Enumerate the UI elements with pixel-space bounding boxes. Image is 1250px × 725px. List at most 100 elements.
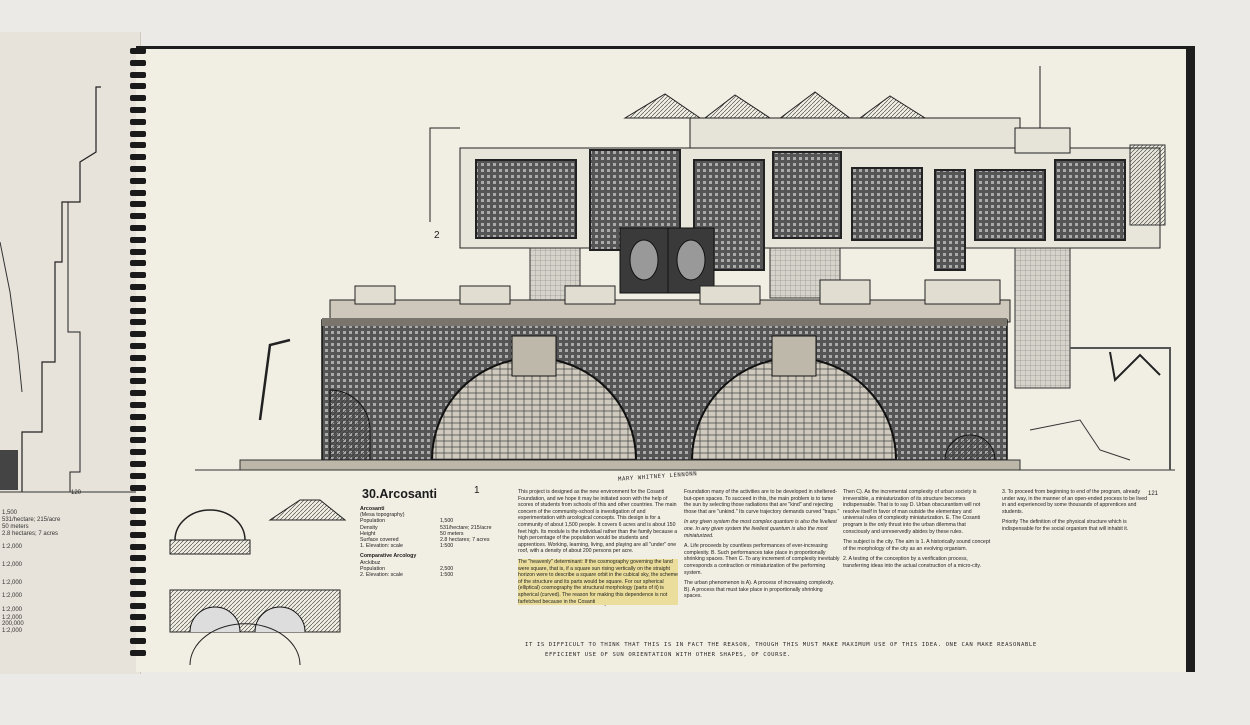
binding-ring xyxy=(130,472,146,479)
paragraph: In any given system the most complex qua… xyxy=(684,519,837,539)
left-value: 200,000 xyxy=(2,621,24,627)
left-value: 1:2,000 xyxy=(2,580,23,586)
binding-ring xyxy=(130,496,146,503)
left-page-number: 120 xyxy=(71,490,82,496)
binding-ring xyxy=(130,107,146,113)
binding-ring xyxy=(130,602,146,609)
binding-ring xyxy=(130,437,146,444)
binding-ring xyxy=(130,284,146,290)
handwritten-note-line-1: IT IS DIFFICULT TO THINK THAT THIS IS IN… xyxy=(525,642,1037,648)
text-column-3: Then C). As the incremental complexity o… xyxy=(843,489,993,574)
binding-ring xyxy=(130,449,146,456)
left-value: 1:2,000 xyxy=(2,562,23,568)
binding-ring xyxy=(130,213,146,220)
left-value: 2.8 hectares; 7 acres xyxy=(2,531,59,537)
binding-ring xyxy=(130,201,146,208)
plan-view xyxy=(429,66,1166,389)
paragraph: Foundation many of the activities are to… xyxy=(684,489,840,515)
binding-ring xyxy=(130,484,146,491)
binding-ring xyxy=(130,189,146,196)
binding-ring xyxy=(130,260,146,267)
text-column-4: 3. To proceed from beginning to end of t… xyxy=(1002,489,1147,537)
spiral-binding xyxy=(130,48,146,660)
left-value: 1:2,000 xyxy=(2,607,23,613)
binding-ring xyxy=(130,71,146,78)
binding-ring xyxy=(130,366,146,373)
spec-comparative-heading: Comparative Arcology xyxy=(360,553,417,560)
left-value: 1:2,000 xyxy=(2,615,23,621)
paragraph: This project is designed as the new envi… xyxy=(518,489,678,555)
left-page-tower-drawing xyxy=(0,86,140,493)
binding-ring xyxy=(130,579,146,585)
binding-ring xyxy=(130,83,146,90)
binding-ring xyxy=(130,295,146,302)
binding-ring xyxy=(130,567,146,574)
left-page: 1,500 531/hectare; 215/acre 50 meters 2.… xyxy=(0,32,141,674)
binding-ring xyxy=(130,520,146,526)
binding-ring xyxy=(130,177,146,184)
left-value: 1:2,000 xyxy=(2,544,23,550)
paragraph: 2. A testing of the conception by a veri… xyxy=(843,556,982,569)
binding-ring xyxy=(130,402,146,408)
binding-ring xyxy=(130,461,146,467)
text-column-2: Foundation many of the activities are to… xyxy=(684,489,840,604)
binding-ring xyxy=(130,555,146,562)
handwritten-note-line-2: EFFICIENT USE OF SUN ORIENTATION WITH OT… xyxy=(545,652,791,658)
binding-ring xyxy=(130,166,146,172)
binding-ring xyxy=(130,626,146,633)
binding-ring xyxy=(130,413,146,420)
binding-ring xyxy=(130,307,146,314)
paragraph: The urban phenomenon is A). A process of… xyxy=(684,580,835,600)
binding-ring xyxy=(130,390,146,397)
binding-ring xyxy=(130,48,146,54)
binding-ring xyxy=(130,614,146,621)
binding-ring xyxy=(130,154,146,161)
binding-ring xyxy=(130,272,146,279)
binding-ring xyxy=(130,130,146,137)
binding-ring xyxy=(130,331,146,338)
binding-ring xyxy=(130,95,146,102)
elevation-view xyxy=(195,279,1175,471)
comparative-sketches xyxy=(169,499,347,666)
plan-label: 2 xyxy=(434,230,440,241)
binding-ring xyxy=(130,508,146,515)
left-value: 1,500 xyxy=(2,510,18,516)
binding-ring xyxy=(130,354,146,361)
binding-ring xyxy=(130,142,146,149)
binding-ring xyxy=(130,319,146,326)
left-value: 1:2,000 xyxy=(2,628,23,634)
binding-ring xyxy=(130,531,146,538)
binding-ring xyxy=(130,649,146,656)
text-column-1: This project is designed as the new envi… xyxy=(518,489,678,609)
binding-ring xyxy=(130,638,146,644)
left-value: 531/hectare; 215/acre xyxy=(2,517,61,523)
page-number: 121 xyxy=(1148,491,1159,497)
spec-subheading: (Mesa topography) xyxy=(360,512,405,519)
binding-ring xyxy=(130,118,146,125)
binding-ring xyxy=(130,543,146,550)
paragraph: The "heavenly" determinant: If the cosmo… xyxy=(518,558,678,606)
binding-ring xyxy=(130,248,146,255)
entry-title: 30.Arcosanti xyxy=(362,487,438,501)
paragraph: A. Life proceeds by countless performanc… xyxy=(684,543,840,576)
binding-ring xyxy=(130,225,146,231)
binding-ring xyxy=(130,59,146,66)
paragraph: Priority The definition of the physical … xyxy=(1002,519,1129,532)
binding-ring xyxy=(130,590,146,597)
left-value: 1:2,000 xyxy=(2,593,23,599)
binding-ring xyxy=(130,378,146,385)
left-value: 50 meters xyxy=(2,524,29,530)
paragraph: 3. To proceed from beginning to end of t… xyxy=(1002,489,1147,515)
spec-row: Arckibuz xyxy=(360,559,381,566)
binding-ring xyxy=(130,343,146,349)
binding-ring xyxy=(130,236,146,243)
